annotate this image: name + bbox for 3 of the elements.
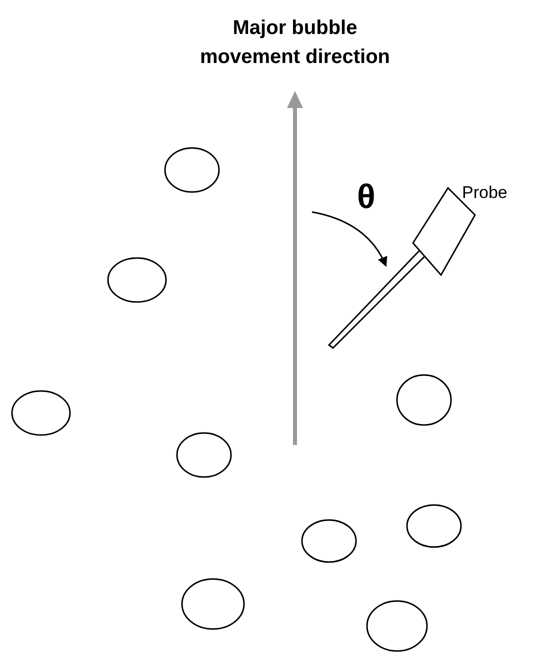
- angle-label: θ: [357, 180, 376, 214]
- probe-label: Probe: [462, 184, 508, 201]
- title: Major bubble movement direction: [198, 16, 392, 70]
